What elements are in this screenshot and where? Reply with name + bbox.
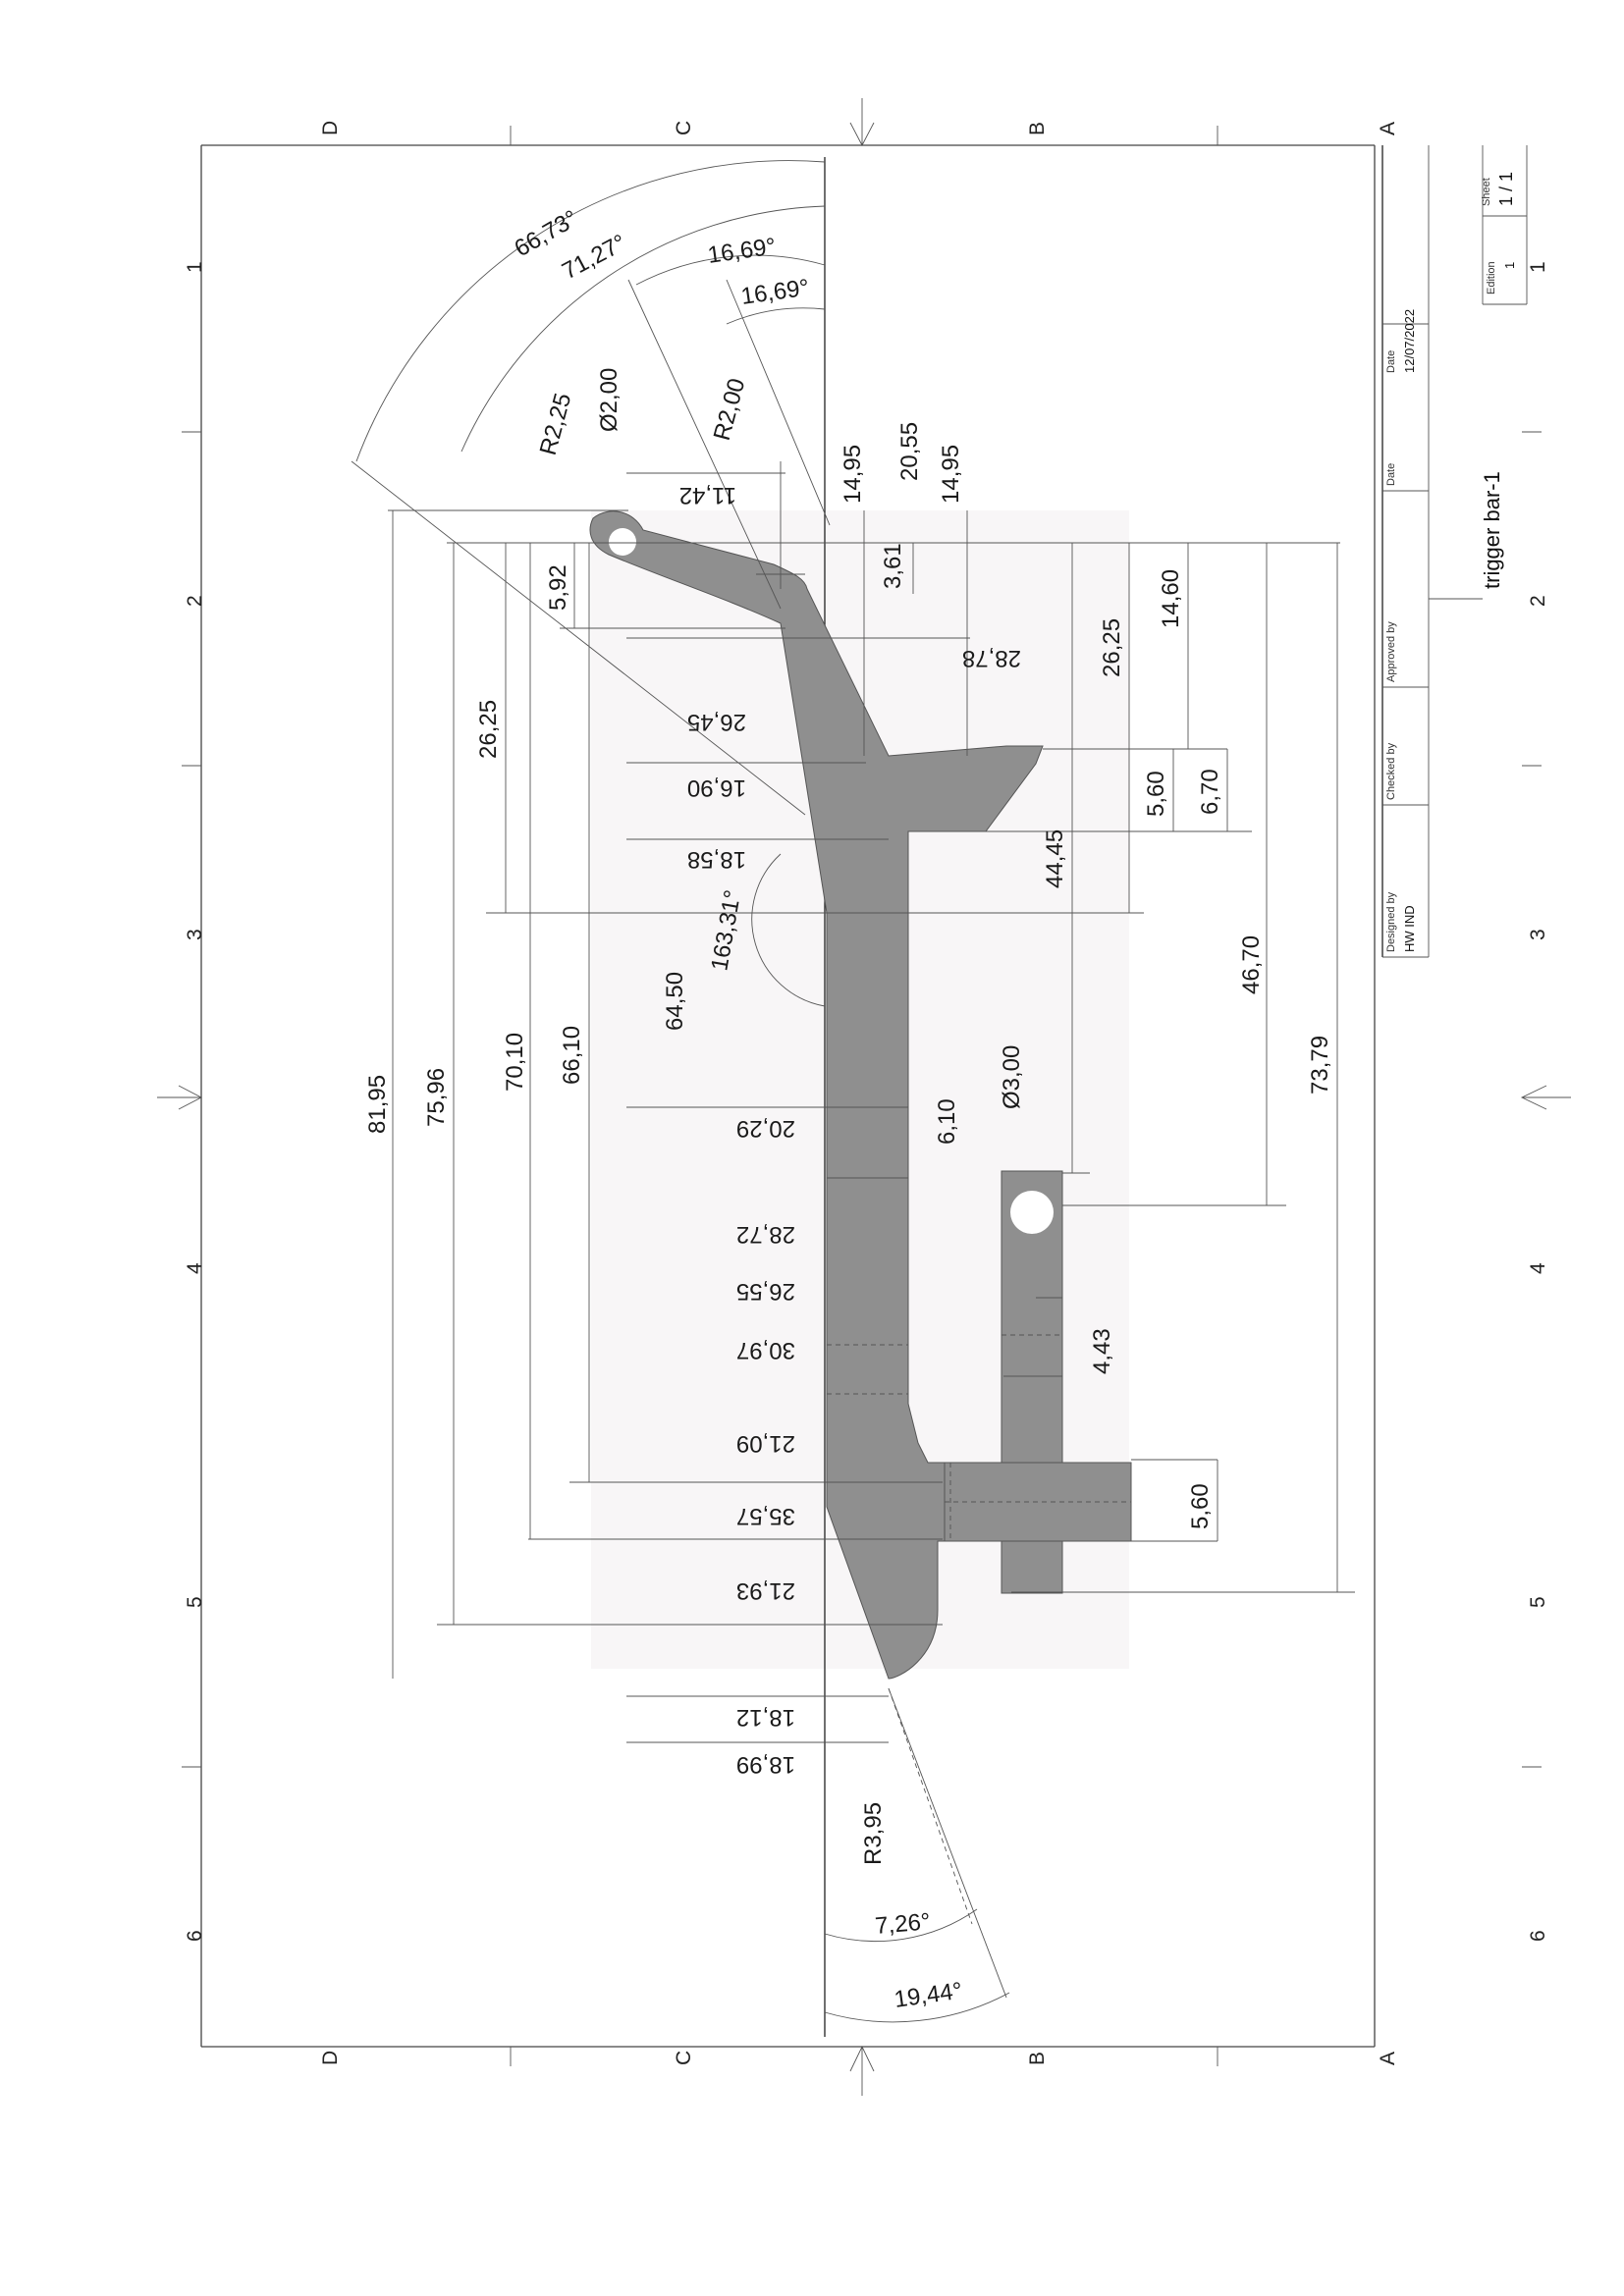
pivot-hole-small: [609, 528, 636, 556]
dim-26-55: 26,55: [736, 1278, 795, 1305]
extension-lines: [351, 279, 1355, 1999]
zone-letter-c-top: C: [673, 121, 695, 135]
dim-28-72: 28,72: [736, 1221, 795, 1248]
angle-16-69-inner: 16,69°: [739, 275, 811, 310]
dim-26-25-left: 26,25: [475, 700, 502, 759]
zone-number-5-right: 5: [1527, 1596, 1549, 1608]
zone-number-6-left: 6: [184, 1930, 206, 1942]
date-label-1: Date: [1385, 463, 1397, 486]
zone-number-3-right: 3: [1527, 929, 1549, 940]
angle-16-69-outer: 16,69°: [706, 234, 778, 269]
drawing-title: trigger bar-1: [1480, 471, 1504, 589]
zone-letter-d-top: D: [319, 121, 342, 135]
dim-18-99: 18,99: [736, 1751, 795, 1778]
dim-14-95-b: 14,95: [938, 445, 964, 504]
zone-labels: D C B A D C B A 1 2 3 4 5 6 1 2 3 4 5 6: [184, 121, 1549, 2065]
dim-21-09: 21,09: [736, 1430, 795, 1457]
sheet-value: 1 / 1: [1496, 172, 1516, 206]
dim-75-96: 75,96: [423, 1068, 450, 1127]
dim-70-10: 70,10: [502, 1033, 528, 1092]
radius-2-25: R2,25: [535, 391, 577, 458]
dim-21-93: 21,93: [736, 1577, 795, 1604]
dim-16-90: 16,90: [687, 774, 746, 801]
zone-letter-d-bottom: D: [319, 2051, 342, 2065]
dim-46-70: 46,70: [1238, 935, 1265, 994]
zone-number-2-right: 2: [1527, 595, 1549, 607]
zone-number-2-left: 2: [184, 595, 206, 607]
dim-64-50: 64,50: [662, 972, 688, 1031]
zone-number-1-left: 1: [184, 261, 206, 273]
dim-3-61: 3,61: [880, 543, 906, 589]
designed-by-label: Designed by: [1385, 891, 1397, 952]
dim-35-57: 35,57: [736, 1503, 795, 1529]
dim-26-25-right: 26,25: [1099, 618, 1125, 677]
dim-11-42: 11,42: [679, 482, 736, 508]
sheet-label: Sheet: [1481, 178, 1492, 206]
dim-5-60-bottom: 5,60: [1187, 1483, 1214, 1529]
edition-label: Edition: [1486, 261, 1497, 294]
dim-73-79: 73,79: [1307, 1036, 1333, 1095]
zone-number-5-left: 5: [184, 1596, 206, 1608]
dim-66-10: 66,10: [559, 1026, 585, 1085]
angle-7-26: 7,26°: [874, 1908, 931, 1940]
zone-number-3-left: 3: [184, 929, 206, 940]
dim-18-12: 18,12: [736, 1704, 795, 1731]
dim-26-45: 26,45: [687, 709, 746, 735]
designed-by-value: HW IND: [1402, 905, 1417, 952]
zone-number-4-left: 4: [184, 1262, 206, 1274]
dim-6-10: 6,10: [934, 1098, 960, 1145]
dim-14-95-a: 14,95: [839, 445, 866, 504]
edition-value: 1: [1502, 262, 1517, 269]
angle-71-27: 71,27°: [558, 230, 630, 286]
angle-19-44: 19,44°: [893, 1978, 964, 2013]
dim-14-60: 14,60: [1158, 569, 1184, 628]
dim-20-55: 20,55: [896, 422, 923, 481]
dim-4-43: 4,43: [1089, 1328, 1115, 1374]
pivot-hole-large: [1010, 1191, 1054, 1234]
dim-5-92: 5,92: [545, 564, 571, 611]
checked-by-label: Checked by: [1385, 742, 1397, 800]
dim-20-29: 20,29: [736, 1115, 795, 1142]
radius-3-95: R3,95: [860, 1802, 887, 1865]
title-block: Designed by HW IND Checked by Approved b…: [1381, 145, 1528, 958]
zone-number-6-right: 6: [1527, 1930, 1549, 1942]
trigger-bar-part: [589, 510, 1132, 1680]
dim-5-60-top: 5,60: [1143, 771, 1169, 817]
dim-18-58: 18,58: [687, 846, 746, 873]
zone-letter-a-bottom: A: [1377, 2052, 1399, 2065]
zone-letter-b-top: B: [1026, 122, 1049, 135]
radius-2-00: R2,00: [709, 376, 751, 444]
dim-81-95: 81,95: [364, 1075, 391, 1134]
zone-number-4-right: 4: [1527, 1262, 1549, 1274]
dim-6-70: 6,70: [1197, 769, 1223, 815]
dimension-lines: [355, 160, 1338, 2023]
approved-by-label: Approved by: [1385, 621, 1397, 682]
date-value-2: 12/07/2022: [1402, 309, 1417, 373]
dim-28-78: 28,78: [962, 645, 1021, 671]
diameter-3-00: Ø3,00: [999, 1045, 1025, 1109]
drawing-frame: [157, 98, 1571, 2096]
date-label-2: Date: [1385, 350, 1397, 373]
trigger-bar-profile: [589, 510, 1044, 1680]
zone-letter-a-top: A: [1377, 122, 1399, 135]
zone-letter-c-bottom: C: [673, 2051, 695, 2065]
zone-number-1-right: 1: [1527, 261, 1549, 273]
dim-44-45: 44,45: [1042, 829, 1068, 888]
dim-30-97: 30,97: [736, 1337, 795, 1363]
diameter-2-00: Ø2,00: [596, 368, 623, 432]
zone-letter-b-bottom: B: [1026, 2052, 1049, 2065]
